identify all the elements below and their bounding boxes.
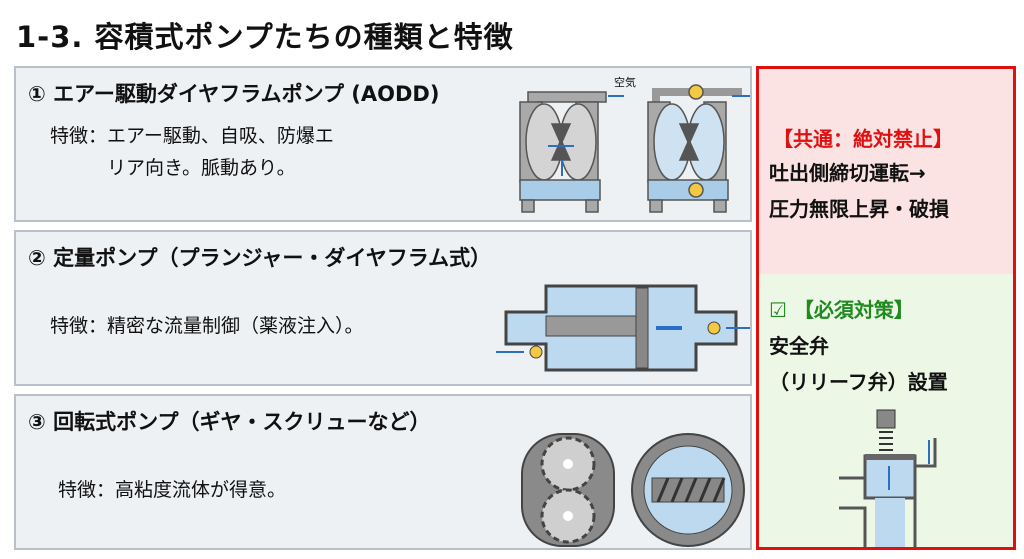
warning-heading: 【共通：絶対禁止】: [773, 127, 953, 151]
metering-pump-diagram: [496, 284, 750, 372]
panel-rotary: ③ 回転式ポンプ（ギヤ・スクリューなど） 特徴：高粘度流体が得意。: [14, 394, 752, 550]
rotary-pump-diagram: [521, 433, 745, 547]
measure-heading: ☑ 【必須対策】: [769, 298, 914, 322]
warning-section: 【共通：絶対禁止】 吐出側締切運転→ 圧力無限上昇・破損: [759, 69, 1013, 274]
panel-metering: ② 定量ポンプ（プランジャー・ダイヤフラム式） 特徴：精密な流量制御（薬液注入）…: [14, 230, 752, 386]
panel-feature: 特徴：高粘度流体が得意。: [58, 479, 287, 501]
measure-section: ☑ 【必須対策】 安全弁 （リリーフ弁）設置: [759, 274, 1013, 547]
relief-valve-icon: [839, 409, 937, 547]
aodd-diagram: 空気: [519, 75, 750, 213]
panel-heading: ① エアー駆動ダイヤフラムポンプ (AODD): [28, 82, 440, 106]
panel-feature: 特徴：エアー駆動、自吸、防爆エ リア向き。脈動あり。: [50, 125, 334, 179]
air-label: 空気: [614, 75, 636, 89]
measure-body: 安全弁 （リリーフ弁）設置: [769, 334, 948, 394]
panel-heading: ② 定量ポンプ（プランジャー・ダイヤフラム式）: [28, 246, 492, 270]
panel-heading: ③ 回転式ポンプ（ギヤ・スクリューなど）: [28, 410, 431, 434]
panel-feature: 特徴：精密な流量制御（薬液注入）。: [50, 315, 364, 337]
page-title: 1-3. 容積式ポンプたちの種類と特徴: [16, 20, 514, 54]
panel-aodd: ① エアー駆動ダイヤフラムポンプ (AODD) 特徴：エアー駆動、自吸、防爆エ …: [14, 66, 752, 222]
warning-body: 吐出側締切運転→ 圧力無限上昇・破損: [769, 161, 949, 221]
safety-panel: 【共通：絶対禁止】 吐出側締切運転→ 圧力無限上昇・破損 ☑ 【必須対策】 安全…: [756, 66, 1016, 550]
